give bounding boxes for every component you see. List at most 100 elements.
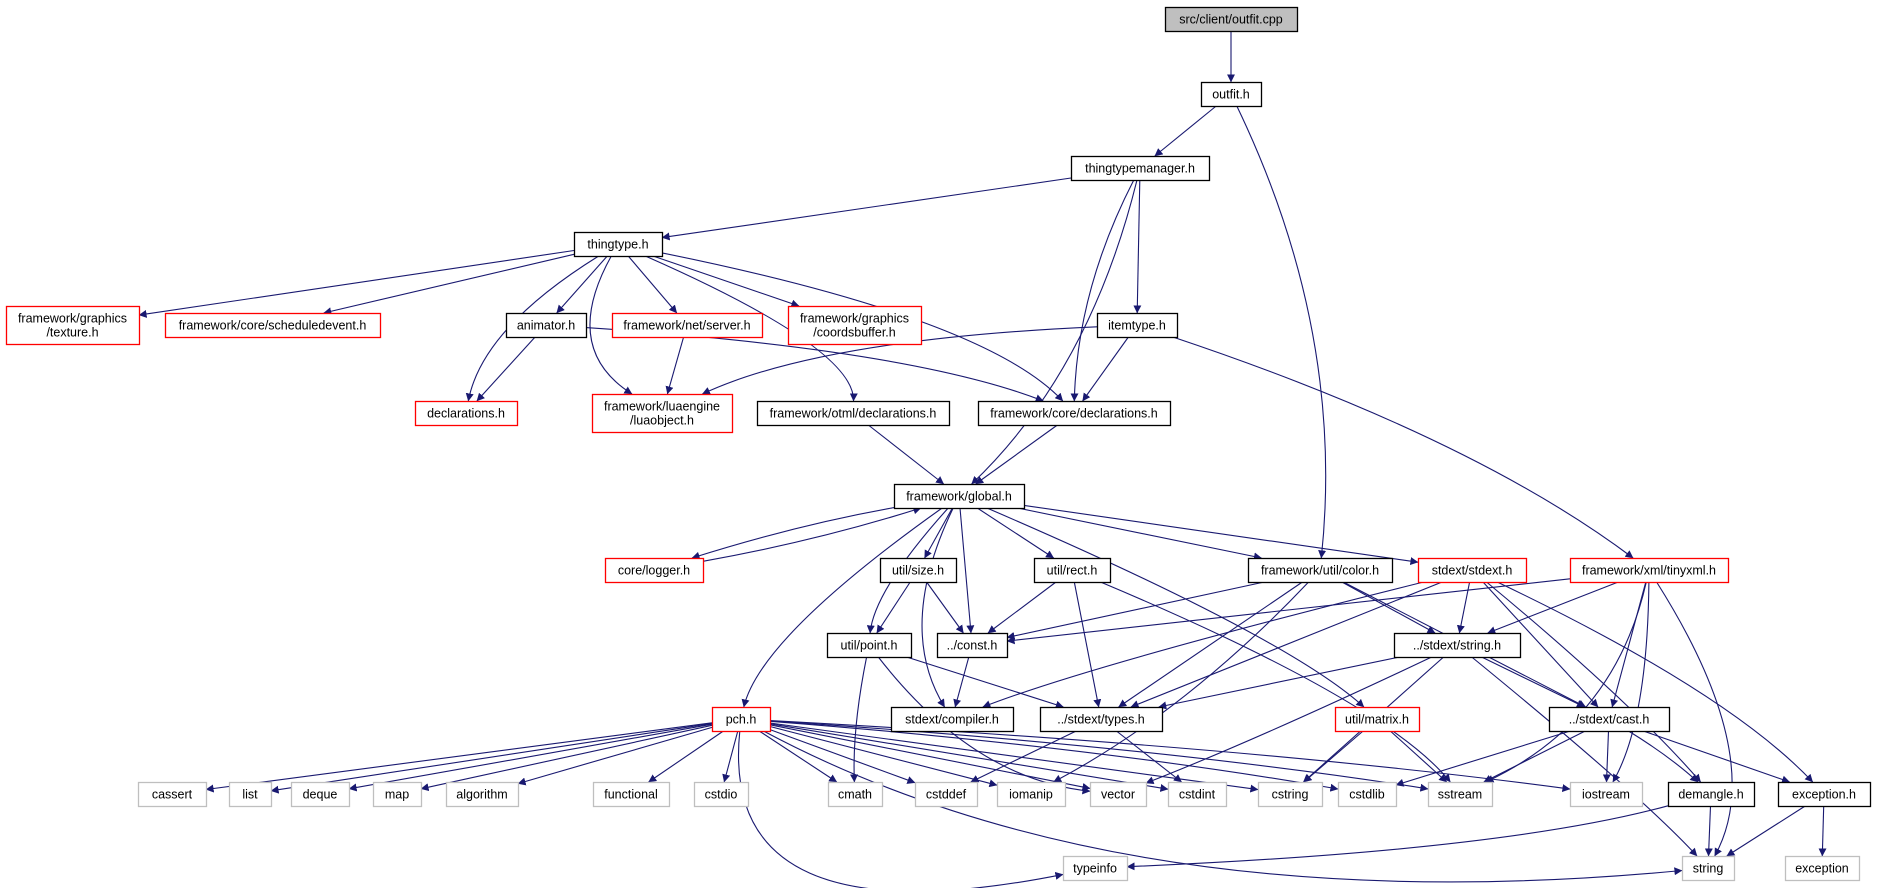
node-const-h[interactable]: ../const.h	[936, 632, 1009, 659]
node-label: ../stdext/types.h	[1057, 713, 1145, 727]
node-vector: vector	[1089, 781, 1148, 808]
node-box	[1200, 81, 1263, 108]
node-util-rect[interactable]: util/rect.h	[1033, 557, 1112, 584]
node-outfit-h[interactable]: outfit.h	[1200, 81, 1263, 108]
edge-stdext-string-to-stdext-types	[1158, 656, 1400, 710]
node-util-point[interactable]: util/point.h	[826, 632, 913, 659]
node-fw-luaengine-luaobject[interactable]: framework/luaengine/luaobject.h	[591, 393, 734, 434]
edge-thingtypemanager-h-to-itemtype-h	[1133, 179, 1142, 314]
node-box	[228, 781, 273, 808]
node-label: animator.h	[517, 319, 575, 333]
node-fw-graphics-texture[interactable]: framework/graphics/texture.h	[5, 305, 141, 346]
node-label: ../stdext/cast.h	[1569, 713, 1650, 727]
node-functional: functional	[592, 781, 671, 808]
node-label: exception	[1795, 862, 1849, 876]
edge-fw-core-declarations-to-fw-global	[975, 424, 1058, 485]
node-label: framework/luaengine	[604, 400, 720, 414]
edge-exception-h-to-exception	[1818, 805, 1827, 857]
node-label: framework/util/color.h	[1261, 564, 1379, 578]
edge-stdext-cast-to-cstdlib	[1395, 730, 1571, 787]
node-box	[1393, 632, 1522, 659]
edge-thingtype-h-to-fw-luaengine-luaobject	[589, 255, 633, 395]
node-stdext-types[interactable]: ../stdext/types.h	[1039, 706, 1164, 733]
node-fw-global[interactable]: framework/global.h	[893, 483, 1026, 510]
edge-itemtype-h-to-fw-core-declarations	[1082, 336, 1129, 402]
edge-thingtype-h-to-fw-graphics-coordsbuffer	[652, 255, 800, 308]
node-label: stdext/stdext.h	[1432, 564, 1513, 578]
edge-fw-global-to-util-rect	[976, 507, 1055, 559]
edge-util-rect-to-stdext-types	[1073, 581, 1102, 708]
node-fw-otml-declarations[interactable]: framework/otml/declarations.h	[756, 400, 951, 427]
node-label: declarations.h	[427, 407, 505, 421]
node-box	[914, 781, 979, 808]
node-label: cstring	[1272, 788, 1309, 802]
edge-fw-global-to-util-size	[924, 507, 953, 559]
node-core-logger[interactable]: core/logger.h	[604, 557, 705, 584]
edge-fw-util-color-to-stdext-types	[1118, 581, 1303, 708]
node-box	[1667, 781, 1756, 808]
edge-util-rect-to-sstream	[1100, 581, 1451, 783]
node-animator-h[interactable]: animator.h	[505, 312, 588, 339]
node-stdext-stdext[interactable]: stdext/stdext.h	[1417, 557, 1528, 584]
node-box	[826, 632, 913, 659]
node-label: core/logger.h	[618, 564, 690, 578]
node-itemtype-h[interactable]: itemtype.h	[1096, 312, 1179, 339]
edge-fw-xml-tinyxml-to-stdext-string	[1487, 581, 1619, 634]
node-label: util/matrix.h	[1345, 713, 1409, 727]
node-stdext-cast[interactable]: ../stdext/cast.h	[1548, 706, 1671, 733]
node-declarations-h[interactable]: declarations.h	[414, 400, 519, 427]
edge-thingtype-h-to-fw-graphics-texture	[138, 249, 575, 318]
node-box	[1096, 312, 1179, 339]
node-label: functional	[604, 788, 658, 802]
node-box	[591, 393, 734, 434]
node-fw-graphics-coordsbuffer[interactable]: framework/graphics/coordsbuffer.h	[787, 305, 923, 346]
nodes-layer: src/client/outfit.cpp outfit.h thingtypema…	[5, 6, 1872, 882]
node-label: util/size.h	[892, 564, 944, 578]
node-box	[592, 781, 671, 808]
edge-util-size-to-util-point	[876, 581, 911, 634]
node-pch-h[interactable]: pch.h	[711, 706, 772, 733]
node-outfit-cpp[interactable]: src/client/outfit.cpp	[1164, 6, 1299, 33]
node-fw-core-declarations[interactable]: framework/core/declarations.h	[977, 400, 1172, 427]
node-label: cstdlib	[1349, 788, 1384, 802]
edge-util-point-to-cmath	[850, 656, 868, 783]
edge-fw-global-to-stdext-compiler	[921, 507, 954, 708]
edge-stdext-stdext-to-stdext-string	[1456, 581, 1471, 634]
node-fw-net-server[interactable]: framework/net/server.h	[611, 312, 764, 339]
node-thingtype-h[interactable]: thingtype.h	[573, 231, 664, 258]
node-box	[1167, 781, 1228, 808]
node-label: itemtype.h	[1108, 319, 1166, 333]
node-label: framework/graphics	[800, 312, 909, 326]
node-label: ../const.h	[947, 639, 998, 653]
edge-pch-h-to-sstream	[769, 720, 1429, 792]
node-string: string	[1681, 855, 1736, 882]
edge-stdext-cast-to-exception-h	[1643, 730, 1790, 784]
node-cstdlib: cstdlib	[1337, 781, 1398, 808]
node-stdext-string[interactable]: ../stdext/string.h	[1393, 632, 1522, 659]
node-box	[1062, 855, 1129, 882]
node-thingtypemanager-h[interactable]: thingtypemanager.h	[1070, 155, 1211, 182]
node-cstring: cstring	[1257, 781, 1324, 808]
node-label: framework/core/declarations.h	[990, 407, 1157, 421]
edge-fw-util-color-to-stdext-string	[1341, 581, 1436, 634]
node-box	[611, 312, 764, 339]
node-stdext-compiler[interactable]: stdext/compiler.h	[890, 706, 1015, 733]
edge-outfit-h-to-fw-util-color	[1236, 105, 1327, 559]
node-box	[1337, 781, 1398, 808]
edge-thingtypemanager-h-to-fw-global	[971, 179, 1138, 485]
edge-outfit-h-to-thingtypemanager-h	[1154, 105, 1217, 157]
node-fw-xml-tinyxml[interactable]: framework/xml/tinyxml.h	[1569, 557, 1730, 584]
node-util-matrix[interactable]: util/matrix.h	[1334, 706, 1421, 733]
node-demangle-h[interactable]: demangle.h	[1667, 781, 1756, 808]
node-fw-core-scheduledevent[interactable]: framework/core/scheduledevent.h	[164, 312, 382, 339]
edge-pch-h-to-cstddef	[769, 729, 916, 784]
edge-core-logger-to-fw-global	[702, 506, 922, 562]
node-box	[137, 781, 208, 808]
edge-fw-util-color-to-const-h	[1006, 581, 1265, 640]
node-fw-util-color[interactable]: framework/util/color.h	[1247, 557, 1394, 584]
node-box	[1569, 557, 1730, 584]
node-util-size[interactable]: util/size.h	[879, 557, 958, 584]
node-exception-h[interactable]: exception.h	[1777, 781, 1872, 808]
node-label: thingtypemanager.h	[1085, 162, 1195, 176]
node-label: iostream	[1582, 788, 1630, 802]
